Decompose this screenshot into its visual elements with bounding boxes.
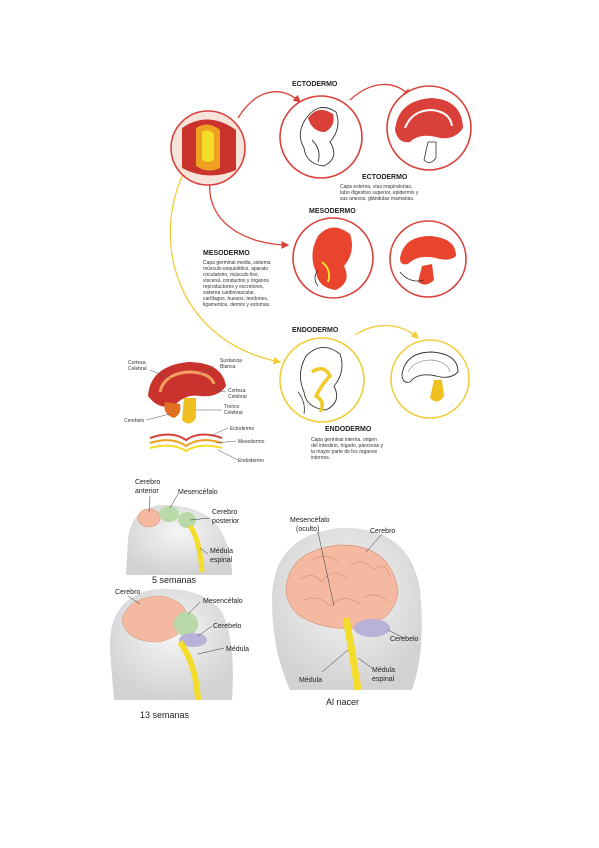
mesodermo-desc-1: Capa germinal media, sistema [203, 260, 271, 266]
ectodermo-desc-1: Capa externa, vías respiratorias, [340, 184, 412, 190]
mesodermo-title-top: MESODERMO [309, 208, 356, 215]
mesodermo-desc-4: visceral, conductos y órganos [203, 278, 269, 284]
mesodermo-title-side: MESODERMO [203, 250, 250, 257]
birth-cerebelo: Cerebelo [390, 636, 419, 643]
endodermo-title-top: ENDODERMO [292, 327, 339, 334]
label-corteza-celebral-top-1: Corteza [128, 360, 146, 366]
mesoderm-brain [389, 220, 467, 298]
endodermo-desc-3: la mayor parte de los órganos [311, 449, 378, 455]
endodermo-info: ENDODERMO Capa germinal interna, origen … [311, 426, 383, 461]
stage-13-leaders [127, 595, 225, 655]
label-mesodermo: Mesodermo [238, 439, 265, 445]
endodermo-desc-2: del intestino, hígado, páncreas y [311, 443, 383, 449]
endodermo-desc-1: Capa germinal interna, origen [311, 437, 377, 443]
s5-cerebro-anterior-2: anterior [135, 488, 159, 495]
label-corteza-celebral-top-2: Celebral [128, 366, 147, 372]
mesodermo-desc-2: músculo esquelético, aparato [203, 266, 268, 272]
birth-medula: Médula [299, 677, 322, 684]
embryonic-disc [170, 110, 246, 186]
ectodermo-title-top: ECTODERMO [292, 81, 338, 88]
birth-cerebro: Cerebro [370, 528, 395, 535]
ectodermo-desc-2: tubo digestivo superior, epidermis y [340, 190, 419, 196]
ectoderm-embryo [279, 95, 363, 179]
s5-caption: 5 semanas [152, 575, 197, 585]
mesodermo-info: MESODERMO Capa germinal media, sistema m… [203, 250, 271, 308]
birth-mesencefalo-1: Mesencéfalo [290, 517, 330, 524]
s5-cerebro-posterior-2: posterior [212, 518, 240, 525]
s5-cerebro-posterior-1: Cerebro [212, 509, 237, 516]
birth-medula-espinal-2: espinal [372, 676, 395, 683]
mesodermo-desc-5: reproductores y excretores, [203, 284, 264, 290]
s5-medula-espinal-1: Médula [210, 548, 233, 555]
endoderm-embryo [279, 337, 365, 423]
label-ectodermo: Ectodermo [230, 426, 254, 432]
ectoderm-brain [386, 85, 472, 171]
stage-birth [272, 527, 422, 691]
stage-birth-leaders [317, 531, 405, 673]
mesodermo-desc-7: cartílagos, huesos, tendones, [203, 296, 268, 302]
germ-layer-strip [149, 433, 223, 453]
ectodermo-desc-3: sus anexos, glándulas mamarias. [340, 196, 414, 202]
yellow-arrows [169, 164, 419, 365]
ectodermo-title-side: ECTODERMO [362, 174, 408, 181]
ectodermo-info: ECTODERMO Capa externa, vías respiratori… [340, 174, 419, 202]
endodermo-desc-4: internos. [311, 455, 330, 461]
label-corteza-celebral-mid-2: Celebral [228, 394, 247, 400]
label-corteza-celebral-mid-1: Corteza [228, 388, 246, 394]
s13-medula: Médula [226, 646, 249, 653]
s5-medula-espinal-2: espinal [210, 557, 233, 564]
brain-section-leaders [145, 365, 239, 461]
s13-cerebelo: Cerebelo [213, 623, 242, 630]
brain-section [148, 362, 226, 424]
label-sustancia-blanca-2: Blanca [220, 364, 236, 370]
mesodermo-desc-3: circulatorio, músculo liso, [203, 272, 259, 278]
mesodermo-desc-8: ligamentos, dermis y estomas. [203, 302, 271, 308]
label-tronco-celebral-2: Celebral [224, 410, 243, 416]
birth-caption: Al nacer [326, 697, 359, 707]
birth-mesencefalo-2: (oculto) [296, 526, 319, 533]
s5-cerebro-anterior-1: Cerebro [135, 479, 160, 486]
label-sustancia-blanca-1: Sustancia [220, 358, 242, 364]
stage-13-weeks [109, 588, 233, 701]
stage-5-leaders [148, 493, 211, 555]
birth-medula-espinal-1: Médula [372, 667, 395, 674]
s13-caption: 13 semanas [140, 710, 190, 720]
s13-mesencefalo: Mesencéfalo [203, 598, 243, 605]
endodermo-title-side: ENDODERMO [325, 426, 372, 433]
mesoderm-embryo [292, 217, 374, 299]
mesodermo-desc-6: sistema cardiovascular, [203, 290, 255, 296]
stage-5-weeks [126, 504, 232, 575]
label-cerebelo: Cerebelo [124, 418, 145, 424]
red-arrows [209, 83, 411, 249]
label-endodermo: Endodermo [238, 458, 264, 464]
s13-cerebro: Cerebro [115, 589, 140, 596]
s5-mesencefalo: Mesencéfalo [178, 489, 218, 496]
label-tronco-celebral-1: Tronco [224, 404, 240, 410]
endoderm-brain [390, 339, 470, 419]
